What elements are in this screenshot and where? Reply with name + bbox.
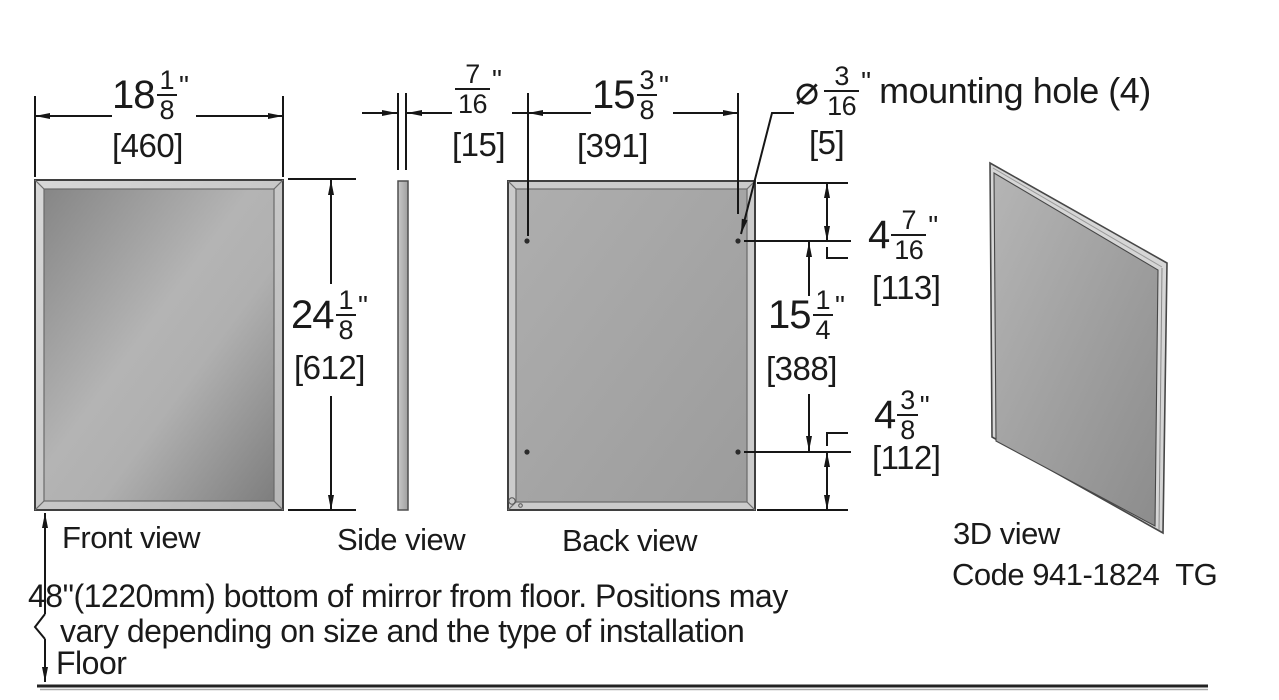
- side-view-label: Side view: [337, 522, 466, 557]
- front-width-dimension: 18 1 8 ": [112, 66, 189, 124]
- back-hole-span-h-whole: 15: [592, 73, 635, 118]
- front-width-fraction: 1 8: [156, 66, 178, 124]
- hole-span-v-mm: [388]: [766, 350, 837, 387]
- hole-offset-top-mm: [113]: [872, 269, 941, 306]
- hole-offset-top-dimension: 4 7 16 ": [868, 206, 938, 264]
- three-d-view-label: 3D view: [953, 516, 1060, 551]
- back-hole-span-h-fraction: 3 8: [636, 66, 658, 124]
- hole-offset-bottom-fraction: 3 8: [897, 386, 918, 444]
- front-view-drawing: [34, 179, 284, 511]
- back-hole-span-h-mm: [391]: [577, 127, 648, 164]
- hole-offset-bottom-mm: [112]: [872, 439, 941, 476]
- floor-height-dimension: [33, 513, 48, 682]
- inch-mark: ": [835, 290, 845, 321]
- corner-bumper-detail-small: [518, 503, 523, 508]
- inch-mark: ": [919, 390, 930, 421]
- inch-mark: ": [861, 66, 871, 97]
- mounting-hole-label: mounting hole (4): [879, 70, 1151, 112]
- hole-span-v-dimension: 15 1 4 ": [768, 286, 845, 344]
- inch-mark: ": [659, 70, 669, 101]
- inch-mark: ": [358, 290, 368, 321]
- diameter-symbol: ⌀: [795, 69, 819, 114]
- front-width-mm: [460]: [112, 127, 183, 164]
- mounting-hole-note: ⌀ 3 16 " mounting hole (4): [795, 62, 1151, 120]
- break-symbol: [33, 613, 46, 640]
- dimension-lines: [34, 93, 851, 511]
- floor-line: [37, 684, 1208, 691]
- floor-label: Floor: [56, 645, 127, 681]
- floor-note-line2: vary depending on size and the type of i…: [60, 613, 745, 649]
- three-d-view-drawing: [989, 161, 1168, 535]
- side-thickness-fraction: 7 16: [455, 60, 491, 118]
- product-code-suffix: TG: [1175, 557, 1218, 592]
- hole-span-v-whole: 15: [768, 293, 811, 338]
- mounting-hole-bottom-right: [735, 449, 741, 455]
- hole-offset-bottom-dimension: 4 3 8 ": [874, 386, 930, 444]
- front-height-fraction: 1 8: [335, 286, 357, 344]
- side-thickness-mm: [15]: [452, 126, 506, 163]
- inch-mark: ": [179, 70, 189, 101]
- back-hole-span-h-dimension: 15 3 8 ": [592, 66, 669, 124]
- inch-mark: ": [492, 64, 502, 95]
- mounting-hole-mm: [5]: [809, 124, 845, 161]
- front-height-dimension: 24 1 8 ": [291, 286, 368, 344]
- front-height-mm: [612]: [294, 349, 365, 386]
- product-code: Code 941-1824 TG: [952, 557, 1218, 592]
- mounting-hole-top-left: [524, 238, 530, 244]
- front-width-whole: 18: [112, 73, 155, 118]
- floor-note-line1: 48"(1220mm) bottom of mirror from floor.…: [28, 578, 788, 614]
- side-thickness-dimension: 7 16 ": [455, 60, 502, 118]
- hole-span-v-fraction: 1 4: [812, 286, 834, 344]
- corner-bumper-detail: [508, 497, 516, 505]
- front-view-label: Front view: [62, 520, 200, 555]
- hole-offset-bottom-whole: 4: [874, 393, 896, 438]
- mounting-hole-fraction: 3 16: [824, 62, 860, 120]
- front-height-whole: 24: [291, 293, 334, 338]
- inch-mark: ": [928, 210, 938, 241]
- hole-offset-top-fraction: 7 16: [891, 206, 927, 264]
- mounting-hole-top-right: [735, 238, 741, 244]
- hole-offset-top-whole: 4: [868, 213, 890, 258]
- back-view-label: Back view: [562, 523, 698, 558]
- back-view-drawing: [507, 180, 756, 511]
- product-code-text: Code 941-1824: [952, 557, 1160, 592]
- mounting-hole-bottom-left: [524, 449, 530, 455]
- side-view-drawing: [397, 180, 409, 511]
